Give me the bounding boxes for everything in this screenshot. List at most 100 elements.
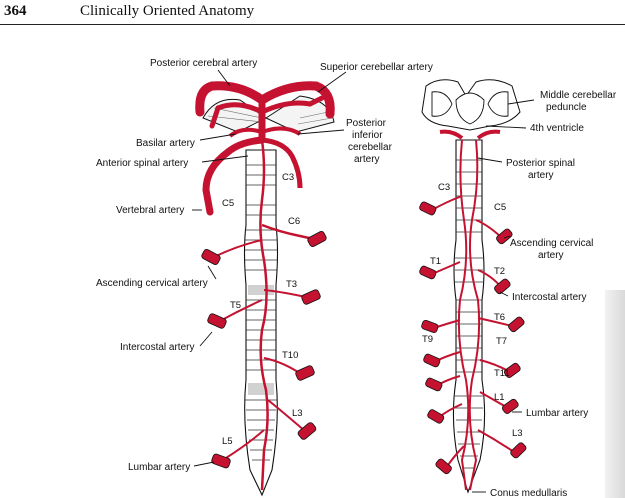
page-header: 364 Clinically Oriented Anatomy — [0, 0, 625, 30]
leader-posterior-spinal — [477, 157, 503, 163]
posterior-spinal-artery-right — [468, 139, 481, 491]
left-level-c3: C3 — [282, 172, 294, 183]
book-title: Clinically Oriented Anatomy — [80, 3, 255, 19]
cerebellum-striations — [207, 107, 333, 125]
leader-pica — [297, 129, 345, 135]
label-middle-cerebellar-peduncle-line2: peduncle — [546, 102, 587, 113]
leader-lumbar — [193, 461, 215, 467]
rl3-branch — [477, 429, 515, 453]
leader-superior-cerebellar — [317, 71, 347, 93]
label-intercostal-artery: Intercostal artery — [120, 342, 194, 353]
label-lumbar-artery: Lumbar artery — [128, 462, 190, 473]
leader-basilar — [199, 133, 237, 141]
rc5-stump — [496, 228, 513, 245]
left-spinal-cord-figure: Posterior cerebral artery Superior cereb… — [96, 58, 433, 497]
rt6-right-stump — [508, 316, 525, 333]
right-level-t7: T7 — [496, 336, 507, 347]
label-pica-line2: inferior — [352, 130, 383, 141]
label-ascending-cervical-right-line1: Ascending cervical — [510, 238, 593, 249]
anterior-spinal-artery — [259, 139, 269, 491]
right-cerebellum-hemisphere — [264, 95, 335, 133]
rt9-stump — [423, 353, 441, 368]
l5-feeder-stump — [211, 453, 231, 469]
fourth-ventricle — [455, 92, 485, 125]
page-number: 364 — [4, 3, 27, 19]
right-pica — [261, 126, 302, 136]
facing-page-edge — [605, 290, 625, 498]
label-middle-cerebellar-peduncle-line1: Middle cerebellar — [540, 90, 617, 101]
header-rule — [0, 24, 625, 25]
rt7-stump — [503, 362, 521, 378]
right-spinal-cord-figure: Middle cerebellar peduncle 4th ventricle… — [419, 79, 617, 498]
c6-feeder-stump — [307, 231, 327, 247]
left-vertebral-artery — [202, 136, 266, 216]
right-superior-cerebellar-artery — [259, 95, 325, 115]
label-lumbar-right: Lumbar artery — [526, 408, 588, 419]
rl3-stump — [510, 442, 527, 459]
left-level-l3: L3 — [292, 408, 303, 419]
leader-middle-cerebellar-peduncle — [507, 99, 535, 105]
left-spinal-cord-outline — [243, 149, 279, 497]
t5-feeder-stump — [207, 313, 227, 329]
label-pica-line3: cerebellar — [348, 142, 393, 153]
right-level-t2: T2 — [494, 266, 505, 277]
label-fourth-ventricle: 4th ventricle — [530, 123, 584, 134]
label-posterior-spinal-line2: artery — [528, 170, 554, 181]
right-posterior-cerebral-artery — [257, 81, 335, 119]
left-level-c6: C6 — [288, 216, 300, 227]
right-level-l1: L1 — [494, 392, 505, 403]
right-level-l3: L3 — [512, 428, 523, 439]
rt10-stump — [425, 377, 443, 392]
l5-radicular-artery — [225, 429, 265, 459]
left-pica — [228, 127, 263, 138]
right-level-t9: T9 — [422, 334, 433, 345]
c6-radicular-artery — [261, 223, 319, 242]
label-anterior-spinal-artery: Anterior spinal artery — [96, 158, 188, 169]
right-level-c5: C5 — [494, 202, 506, 213]
rc3-stump — [419, 201, 437, 216]
leader-ascending-cervical-right — [503, 235, 511, 239]
ascending-cervical-stump — [201, 249, 221, 265]
label-superior-cerebellar-artery: Superior cerebellar artery — [320, 62, 433, 73]
rl2-stump — [427, 409, 445, 424]
label-ascending-cervical-right-line2: artery — [538, 250, 564, 261]
posterior-spinal-artery-left — [457, 139, 470, 491]
left-level-t5: T5 — [230, 300, 241, 311]
label-pica-line4: artery — [354, 154, 380, 165]
rl4-stump — [435, 458, 452, 475]
l3-feeder-stump — [297, 422, 317, 440]
leader-posterior-cerebral — [217, 69, 231, 87]
leader-fourth-ventricle — [485, 125, 527, 129]
label-ascending-cervical-artery: Ascending cervical artery — [96, 278, 208, 289]
left-level-t3: T3 — [286, 279, 297, 290]
rl1-stump — [501, 398, 519, 414]
middle-cerebellar-peduncles — [431, 91, 509, 117]
leader-intercostal-right — [499, 291, 509, 297]
left-superior-cerebellar-artery — [209, 102, 265, 129]
right-level-t6: T6 — [494, 312, 505, 323]
label-posterior-cerebral-artery: Posterior cerebral artery — [150, 58, 257, 69]
label-posterior-spinal-line1: Posterior spinal — [506, 158, 575, 169]
right-level-t11: T11 — [494, 368, 510, 379]
left-level-c5: C5 — [222, 198, 234, 209]
leader-anterior-spinal — [201, 155, 249, 163]
leader-intercostal — [199, 331, 213, 347]
label-intercostal-right: Intercostal artery — [512, 292, 586, 303]
label-conus-medullaris: Conus medullaris — [490, 488, 567, 498]
rt6-left-stump — [421, 319, 439, 333]
right-level-t1: T1 — [430, 256, 441, 267]
left-level-l5: L5 — [222, 436, 233, 447]
right-fig-pica-branches — [439, 129, 501, 140]
label-basilar-artery: Basilar artery — [136, 138, 195, 149]
t3-feeder-stump — [301, 289, 321, 305]
right-vertebral-artery — [261, 137, 303, 189]
rt1-stump — [419, 265, 437, 280]
label-pica-line1: Posterior — [346, 118, 387, 129]
label-vertebral-artery: Vertebral artery — [116, 205, 184, 216]
t10-feeder-stump — [295, 365, 315, 381]
rt2-stump — [494, 278, 511, 295]
left-stipple-band-upper — [248, 285, 274, 295]
left-level-t10: T10 — [282, 350, 298, 361]
left-posterior-cerebral-artery — [195, 81, 267, 117]
